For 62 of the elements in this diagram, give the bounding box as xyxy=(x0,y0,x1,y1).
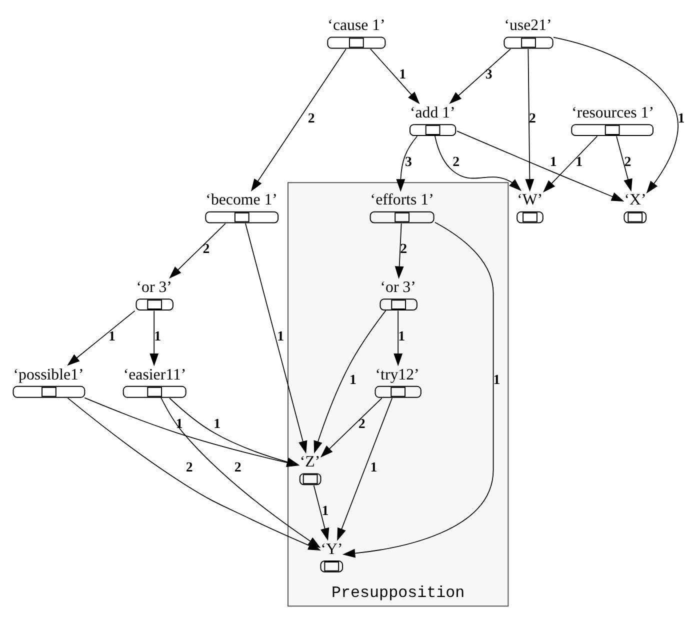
edge-label: 2 xyxy=(624,154,632,170)
edge-label: 1 xyxy=(277,329,284,344)
node-label: ‘W’ xyxy=(517,192,543,209)
edge-label: 1 xyxy=(678,111,685,126)
edge-label: 3 xyxy=(485,68,492,83)
arrow xyxy=(337,398,393,541)
arrow xyxy=(616,136,632,192)
edge-label: 2 xyxy=(234,460,242,476)
arrow xyxy=(542,136,598,192)
node-label: ‘possible1’ xyxy=(13,366,84,384)
edge-label: 1 xyxy=(550,154,557,170)
arrow xyxy=(320,398,382,458)
node-label: ‘or 3’ xyxy=(380,278,416,296)
edge-label: 1 xyxy=(399,68,406,83)
edge-label: 2 xyxy=(400,242,408,258)
arrow xyxy=(160,397,321,548)
edge-label: 2 xyxy=(308,111,315,126)
arrow xyxy=(67,310,136,366)
edge-label: 1 xyxy=(349,373,356,388)
arrow xyxy=(449,48,511,104)
edge-label: 3 xyxy=(405,154,412,170)
arrow xyxy=(456,130,624,202)
node-label: ‘resources 1’ xyxy=(572,104,654,122)
edge-label: 1 xyxy=(398,329,406,344)
arrow xyxy=(434,136,522,191)
node-label: ‘X’ xyxy=(624,192,646,209)
edge-label: 2 xyxy=(529,111,536,126)
node-label: ‘try12’ xyxy=(375,366,420,384)
edge-label: 2 xyxy=(202,242,210,258)
arrow xyxy=(150,310,159,366)
edge-label: 1 xyxy=(322,504,329,520)
arrow xyxy=(370,48,420,104)
arrow xyxy=(313,484,330,541)
arrow xyxy=(342,222,494,558)
arrow xyxy=(314,310,386,454)
arrow xyxy=(250,48,346,192)
arrow xyxy=(553,36,678,194)
edge-label: 1 xyxy=(493,373,500,388)
node-label: ‘or 3’ xyxy=(136,278,172,296)
arrow xyxy=(394,310,403,366)
node-label: ‘become 1’ xyxy=(206,192,278,209)
arrow xyxy=(394,223,404,279)
node-label: ‘add 1’ xyxy=(410,104,456,122)
edge-label: 1 xyxy=(214,416,221,432)
arrow xyxy=(245,222,308,454)
edge-label: 2 xyxy=(358,416,366,432)
edge-label: 1 xyxy=(108,329,116,344)
edge-label: 1 xyxy=(176,416,183,432)
arrow xyxy=(525,48,534,192)
node-label: ‘Y’ xyxy=(320,540,343,558)
arrow xyxy=(169,223,226,279)
node-label: ‘easier11’ xyxy=(123,366,186,384)
edge-label: 1 xyxy=(154,329,162,344)
arrow xyxy=(396,136,418,192)
node-label: ‘efforts 1’ xyxy=(370,192,434,209)
edge-label: 1 xyxy=(576,154,583,170)
edge-label: 1 xyxy=(370,460,378,476)
node-label: ‘Z’ xyxy=(300,454,320,471)
edge-label: 2 xyxy=(452,154,460,170)
edge-label: 2 xyxy=(186,460,193,476)
node-label: ‘cause 1’ xyxy=(328,17,386,34)
node-label: ‘use21’ xyxy=(504,17,552,34)
